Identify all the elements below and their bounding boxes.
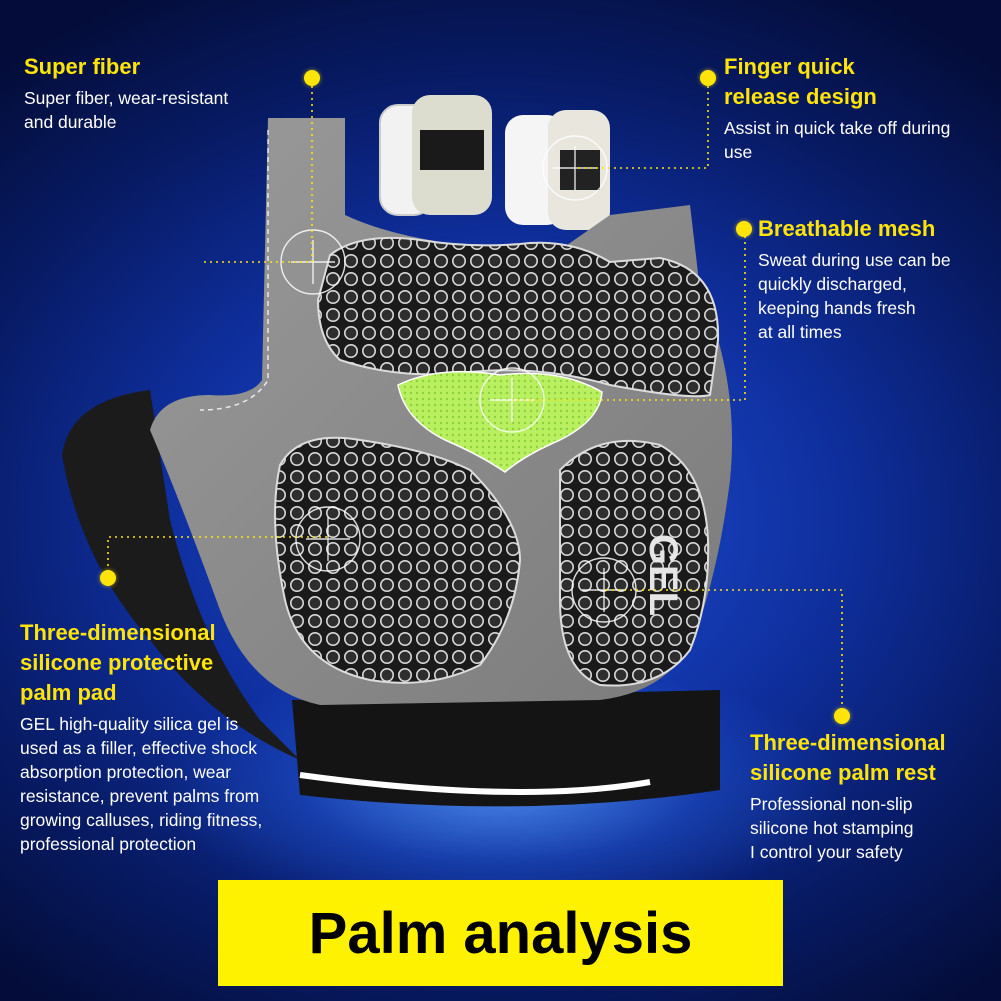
callout-title: Three-dimensional silicone protective pa… xyxy=(20,620,216,705)
callout-desc: Sweat during use can be quickly discharg… xyxy=(758,250,951,342)
marker-dot-super-fiber xyxy=(304,70,320,86)
callout-desc: Super fiber, wear-resistant and durable xyxy=(24,88,229,132)
callout-palm-rest: Three-dimensional silicone palm rest Pro… xyxy=(750,728,946,864)
callout-title: Breathable mesh xyxy=(758,216,936,241)
hex-pad-top xyxy=(316,236,720,398)
banner-text: Palm analysis xyxy=(308,900,693,966)
glove-cuff xyxy=(292,690,720,807)
callout-desc: Professional non-slip silicone hot stamp… xyxy=(750,794,914,862)
hex-pad-right xyxy=(559,439,710,687)
breathable-mesh-panel xyxy=(397,370,603,473)
glove-back-wrap xyxy=(62,390,300,760)
leader-palm-rest xyxy=(604,589,843,716)
gel-logo: GEL xyxy=(641,534,685,616)
leader-palm-pad xyxy=(107,536,328,578)
callout-palm-pad: Three-dimensional silicone protective pa… xyxy=(20,618,262,856)
callout-finger-release: Finger quick release design Assist in qu… xyxy=(724,52,950,164)
callout-title: Super fiber xyxy=(24,54,141,79)
callout-title: Finger quick release design xyxy=(724,54,877,109)
marker-dot-breathable xyxy=(736,221,752,237)
callout-breathable-mesh: Breathable mesh Sweat during use can be … xyxy=(758,214,951,344)
palm-analysis-banner: Palm analysis xyxy=(218,880,783,986)
marker-dot-palm-pad xyxy=(100,570,116,586)
hex-pad-left xyxy=(274,436,522,684)
marker-dot-palm-rest xyxy=(834,708,850,724)
leader-super-fiber xyxy=(200,80,313,263)
callout-title: Three-dimensional silicone palm rest xyxy=(750,730,946,785)
leader-breathable xyxy=(512,230,746,401)
callout-desc: GEL high-quality silica gel is used as a… xyxy=(20,714,263,854)
callout-desc: Assist in quick take off during use xyxy=(724,118,951,162)
callout-super-fiber: Super fiber Super fiber, wear-resistant … xyxy=(24,52,228,134)
marker-dot-finger-release xyxy=(700,70,716,86)
